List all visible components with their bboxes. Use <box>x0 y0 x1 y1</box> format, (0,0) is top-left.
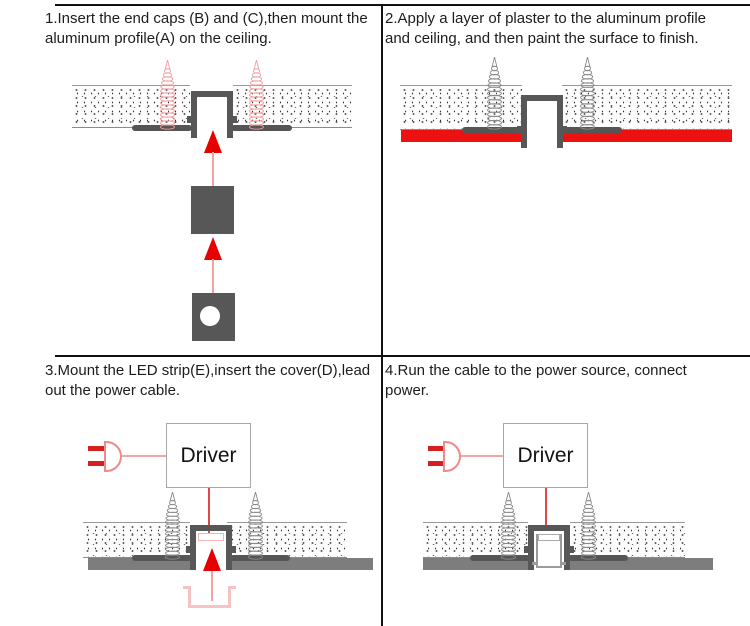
led-strip <box>538 534 560 541</box>
plug-prong <box>428 461 444 466</box>
screw-icon <box>165 492 180 560</box>
middle-divider-line <box>55 355 750 357</box>
plaster-layer-gray <box>568 558 713 570</box>
power-cord <box>122 455 166 457</box>
profile-clip <box>186 546 190 553</box>
profile-flange <box>470 555 530 561</box>
profile-flange <box>230 555 290 561</box>
end-cap-b <box>191 186 234 234</box>
screw-icon <box>581 492 596 560</box>
power-cord <box>461 455 503 457</box>
aluminum-profile <box>521 95 563 101</box>
driver-box: Driver <box>503 423 588 488</box>
screw-icon <box>160 60 175 130</box>
profile-clip <box>517 126 521 133</box>
plaster-layer-gray <box>423 558 530 570</box>
caption-line: 4.Run the cable to the power source, con… <box>385 362 687 379</box>
aluminum-profile <box>191 91 233 97</box>
arrow-up-icon <box>204 237 222 260</box>
caption-line: 2.Apply a layer of plaster to the alumin… <box>385 10 706 27</box>
cover-flange <box>561 562 566 565</box>
cover-flange <box>228 586 236 589</box>
arrow-stem <box>212 259 214 293</box>
aluminum-profile <box>521 95 527 148</box>
profile-clip <box>233 116 237 123</box>
ceiling-section <box>562 85 732 130</box>
profile-clip <box>187 116 191 123</box>
step-4-caption: 4.Run the cable to the power source, con… <box>385 361 687 401</box>
profile-clip <box>563 126 567 133</box>
plug-prong <box>428 446 444 451</box>
driver-cable <box>208 488 210 536</box>
aluminum-profile <box>528 525 534 570</box>
plaster-layer-red <box>401 130 521 142</box>
plug-prong <box>88 461 105 466</box>
profile-flange <box>462 127 522 133</box>
profile-clip <box>570 546 574 553</box>
driver-cable <box>545 488 547 528</box>
screw-icon <box>249 60 264 130</box>
arrow-stem <box>212 152 214 186</box>
plaster-layer-red <box>562 130 732 142</box>
profile-flange <box>132 555 192 561</box>
caption-line: 3.Mount the LED strip(E),insert the cove… <box>45 362 371 379</box>
profile-flange <box>568 555 628 561</box>
profile-clip <box>524 546 528 553</box>
caption-line: 1.Insert the end caps (B) and (C),then m… <box>45 10 368 27</box>
profile-flange <box>561 127 622 133</box>
aluminum-profile <box>191 91 197 138</box>
caption-line: aluminum profile(A) on the ceiling. <box>45 30 272 47</box>
screw-icon <box>501 492 516 560</box>
vertical-divider-line <box>381 4 383 626</box>
screw-icon <box>248 492 263 560</box>
aluminum-profile <box>190 525 232 531</box>
aluminum-profile <box>557 95 563 148</box>
profile-flange <box>231 125 292 131</box>
cover-flange <box>183 586 191 589</box>
caption-line: out the power cable. <box>45 382 181 399</box>
end-cap-c <box>192 293 235 341</box>
screw-icon <box>487 57 502 130</box>
step-3-caption: 3.Mount the LED strip(E),insert the cove… <box>45 361 370 401</box>
step-1-caption: 1.Insert the end caps (B) and (C),then m… <box>45 9 368 49</box>
arrow-up-icon <box>204 130 222 153</box>
cover-profile-d <box>536 534 562 568</box>
step-2-caption: 2.Apply a layer of plaster to the alumin… <box>385 9 706 49</box>
cable-hole <box>200 306 220 326</box>
caption-line: power. <box>385 382 430 399</box>
arrow-up-icon <box>203 548 221 571</box>
power-plug-icon <box>443 441 461 472</box>
led-strip <box>198 533 224 541</box>
arrow-stem <box>211 571 213 601</box>
plaster-layer-gray <box>228 558 373 570</box>
ceiling-section <box>227 522 347 558</box>
cover-profile-d <box>188 586 231 608</box>
driver-box: Driver <box>166 423 251 488</box>
plaster-layer-gray <box>88 558 193 570</box>
aluminum-profile <box>564 525 570 570</box>
ceiling-section <box>400 85 522 130</box>
power-plug-icon <box>104 441 122 472</box>
aluminum-profile <box>528 525 570 531</box>
aluminum-profile <box>226 525 232 570</box>
cover-flange <box>532 562 537 565</box>
profile-clip <box>232 546 236 553</box>
caption-line: and ceiling, and then paint the surface … <box>385 30 699 47</box>
plug-prong <box>88 446 105 451</box>
aluminum-profile <box>190 525 196 570</box>
aluminum-profile <box>227 91 233 138</box>
screw-icon <box>580 57 595 130</box>
top-divider-line <box>55 4 750 6</box>
